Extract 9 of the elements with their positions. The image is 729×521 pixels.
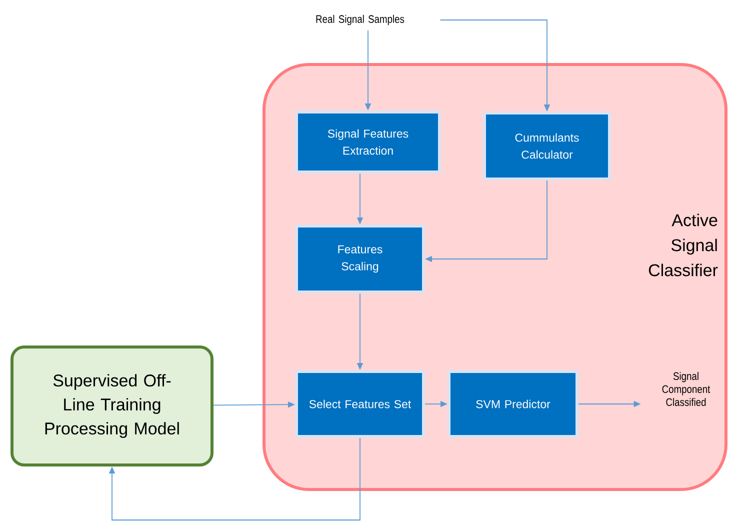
process-box: SVM Predictor: [448, 370, 578, 438]
output-label: Signal Component Classified: [662, 372, 710, 406]
input-label: Real Signal Samples: [316, 14, 404, 26]
arrow: [108, 438, 360, 520]
process-box: Select Features Set: [295, 370, 425, 438]
process-box: Features Scaling: [295, 224, 425, 294]
process-box: Cummulants Calculator: [483, 112, 611, 180]
model-box: Supervised Off-Line Training Processing Model: [10, 346, 214, 466]
process-box: Signal Features Extraction: [295, 110, 441, 174]
